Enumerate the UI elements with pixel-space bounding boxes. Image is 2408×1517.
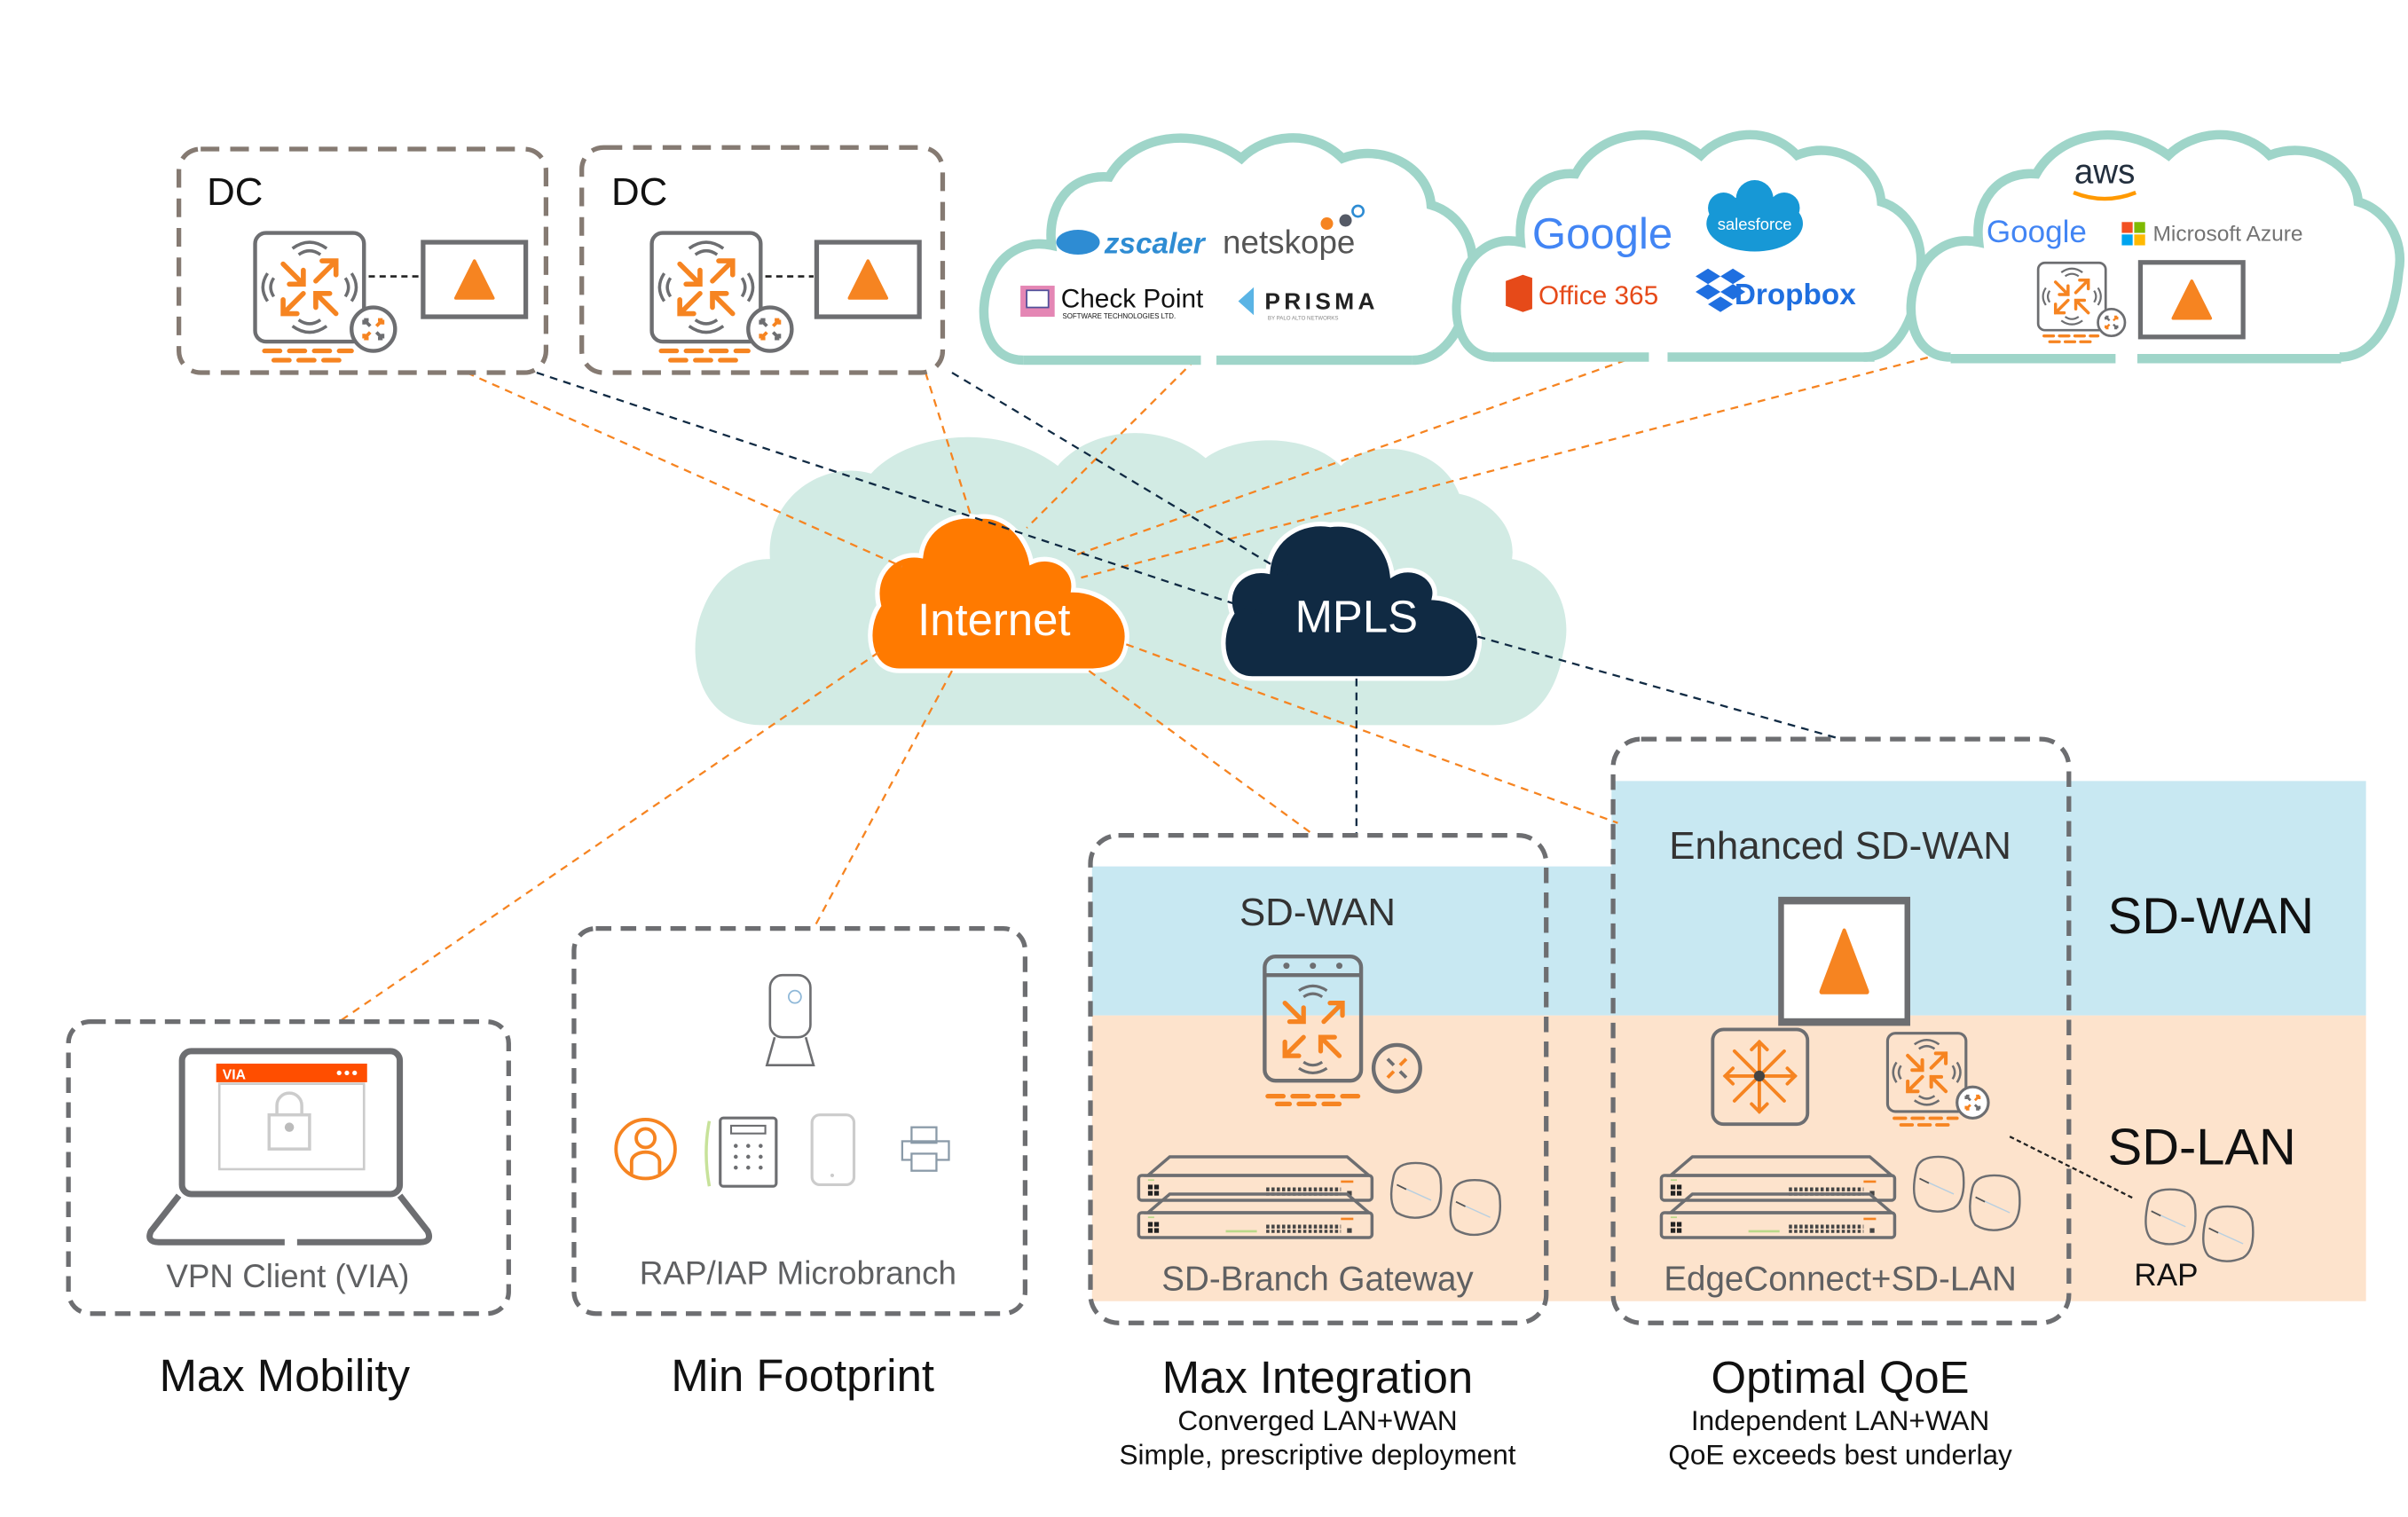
office365-logo: Office 365 [1506,274,1658,312]
saas-cloud-outline [1456,135,1920,358]
link-internet-edgeconnect [1125,643,1618,824]
desk-phone-icon [704,1116,778,1188]
printer-icon [901,1126,950,1172]
sdwan-band-left [1091,866,1612,1016]
internet-label: Internet [917,594,1070,645]
caption-max-integration-sub-1: Converged LAN+WAN [1177,1404,1457,1436]
remote-access-points[interactable]: RAP [2134,1188,2255,1293]
mpls-label: MPLS [1295,591,1418,641]
netskope-text: netskope [1223,224,1355,260]
site-edgeconnect-box-label: EdgeConnect+SD-LAN [1664,1260,2016,1298]
datacenter-1-frame [176,146,549,375]
checkpoint-text: Check Point [1061,285,1204,314]
iaas-cloud[interactable]: aws Google Microsoft Azure [1911,135,2400,364]
caption-max-integration-sub-2: Simple, prescriptive deployment [1119,1439,1515,1471]
dropbox-logo: Dropbox [1696,268,1856,312]
site-microbranch[interactable]: RAP/IAP Microbranch [571,926,1028,1317]
site-edgeconnect[interactable]: Enhanced SD-WAN EdgeConnect+SD-LAN [1610,736,2072,1325]
prisma-subtext: BY PALO ALTO NETWORKS [1268,316,1339,322]
sdwan-band-label: SD-WAN [2108,888,2314,945]
gateway-icon [256,233,396,361]
caption-optimal-qoe-sub-1: Independent LAN+WAN [1691,1404,1989,1436]
saas-cloud[interactable]: Google salesforce Office 365 Dropbox [1456,135,1920,358]
checkpoint-subtext: SOFTWARE TECHNOLOGIES LTD. [1062,312,1176,320]
mpls-cloud-shape [1221,522,1482,681]
edgeconnect-appliance-icon [1781,900,1907,1022]
caption-max-mobility: Max Mobility [160,1350,411,1401]
caption-min-footprint: Min Footprint [671,1350,934,1401]
security-cloud[interactable]: zscaler netskope Check Point SOFTWARE TE… [984,138,1473,360]
caption-optimal-qoe: Optimal QoE [1712,1352,1970,1403]
transport-cloud-shape [695,433,1567,726]
link-internet-sdbranch [1088,670,1316,837]
aws-logo: aws [2073,153,2137,201]
datacenter-2-frame [579,145,946,375]
salesforce-logo: salesforce [1706,180,1803,252]
mpls-cloud[interactable]: MPLS [1221,522,1482,681]
link-internet-microbranch [812,670,953,930]
datacenter-2-label: DC [611,170,667,214]
netskope-logo: netskope [1223,204,1365,260]
edgeconnect-appliance-icon [816,242,919,317]
site-sd-branch-header: SD-WAN [1239,891,1396,934]
user-icon [614,1118,677,1181]
site-microbranch-box-label: RAP/IAP Microbranch [640,1254,956,1291]
google-logo: Google [1532,210,1672,258]
laptop-icon: VIA [146,1048,433,1246]
link-security-cloud-internet [1026,349,1207,529]
link-dc1-internet [466,372,903,568]
azure-logo: Microsoft Azure [2121,222,2303,246]
gateway-icon [652,233,792,361]
rap-label: RAP [2134,1258,2198,1293]
site-vpn-client[interactable]: VIA VPN Client (VIA) [66,1019,511,1317]
link-dc1-mpls [536,371,1263,615]
switch-router-icon [1711,1027,1810,1127]
transport-cloud: Internet MPLS [695,433,1567,726]
datacenter-1-label: DC [207,170,263,214]
prisma-logo: PRISMA BY PALO ALTO NETWORKS [1238,287,1379,322]
caption-optimal-qoe-sub-2: QoE exceeds best underlay [1668,1439,2012,1471]
smartphone-icon [810,1113,856,1187]
link-dc2-mpls [951,372,1289,576]
site-sd-branch[interactable]: SD-WAN SD- [1088,833,1549,1325]
caption-max-integration: Max Integration [1162,1352,1473,1403]
site-microbranch-frame [571,926,1028,1317]
zscaler-logo: zscaler [1056,227,1207,260]
internet-cloud-shape [868,514,1129,673]
site-edgeconnect-frame [1610,736,2072,1325]
google-text: Google [1532,210,1672,258]
site-sd-branch-frame [1088,833,1549,1325]
link-dc2-internet [925,372,973,521]
azure-text: Microsoft Azure [2152,222,2302,246]
edgeconnect-appliance-icon [423,242,526,317]
google-text: Google [1987,215,2087,249]
prisma-text: PRISMA [1264,287,1379,314]
aws-text: aws [2074,153,2136,192]
internet-cloud[interactable]: Internet [868,514,1129,673]
edgeconnect-appliance-icon [2140,263,2243,337]
captions: Max Mobility Min Footprint Max Integrati… [160,1350,2012,1470]
connections [338,349,2135,1200]
office365-text: Office 365 [1538,281,1658,310]
dropbox-text: Dropbox [1735,279,1856,311]
link-mpls-edgeconnect [1477,635,1837,739]
site-vpn-box-label: VPN Client (VIA) [166,1258,409,1294]
sdlan-band-label: SD-LAN [2108,1120,2296,1176]
salesforce-text: salesforce [1718,215,1792,233]
site-vpn-frame [66,1019,511,1317]
datacenter-2[interactable]: DC [579,145,946,375]
via-badge: VIA [223,1067,246,1082]
access-point-icon [765,973,815,1066]
datacenter-1[interactable]: DC [176,146,549,375]
checkpoint-logo: Check Point SOFTWARE TECHNOLOGIES LTD. [1020,285,1204,320]
zscaler-text: zscaler [1104,227,1207,260]
site-edgeconnect-header: Enhanced SD-WAN [1669,824,2011,868]
site-sd-branch-box-label: SD-Branch Gateway [1161,1260,1474,1298]
gateway-icon [1263,954,1422,1107]
link-internet-vpn [338,651,880,1023]
sdwan-band-right [1611,781,2366,1016]
